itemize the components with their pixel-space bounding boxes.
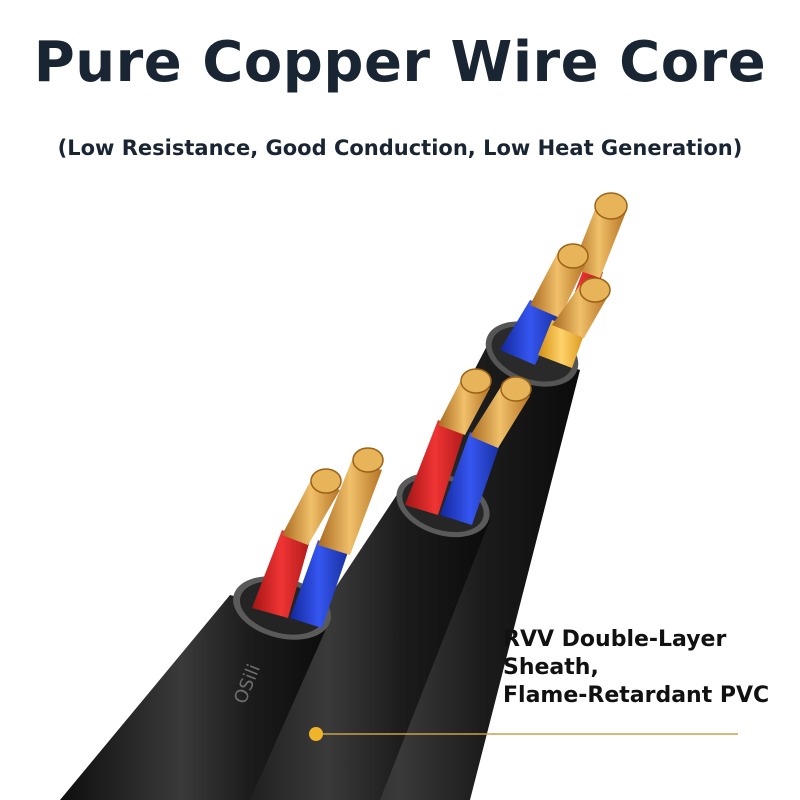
copper-strand-icon bbox=[282, 478, 340, 545]
sheath-callout: RVV Double-Layer Sheath, Flame-Retardant… bbox=[503, 626, 793, 710]
callout-marker-icon bbox=[309, 727, 323, 741]
page-subtitle: (Low Resistance, Good Conduction, Low He… bbox=[57, 136, 743, 160]
callout-line-2: Sheath, bbox=[503, 655, 599, 680]
callout-line-1: RVV Double-Layer bbox=[503, 627, 727, 652]
callout-line-3: Flame-Retardant PVC bbox=[503, 683, 770, 708]
page-title: Pure Copper Wire Core bbox=[33, 30, 767, 95]
copper-strand-icon bbox=[318, 460, 382, 555]
cable-two-core-front: OSili bbox=[60, 447, 384, 800]
